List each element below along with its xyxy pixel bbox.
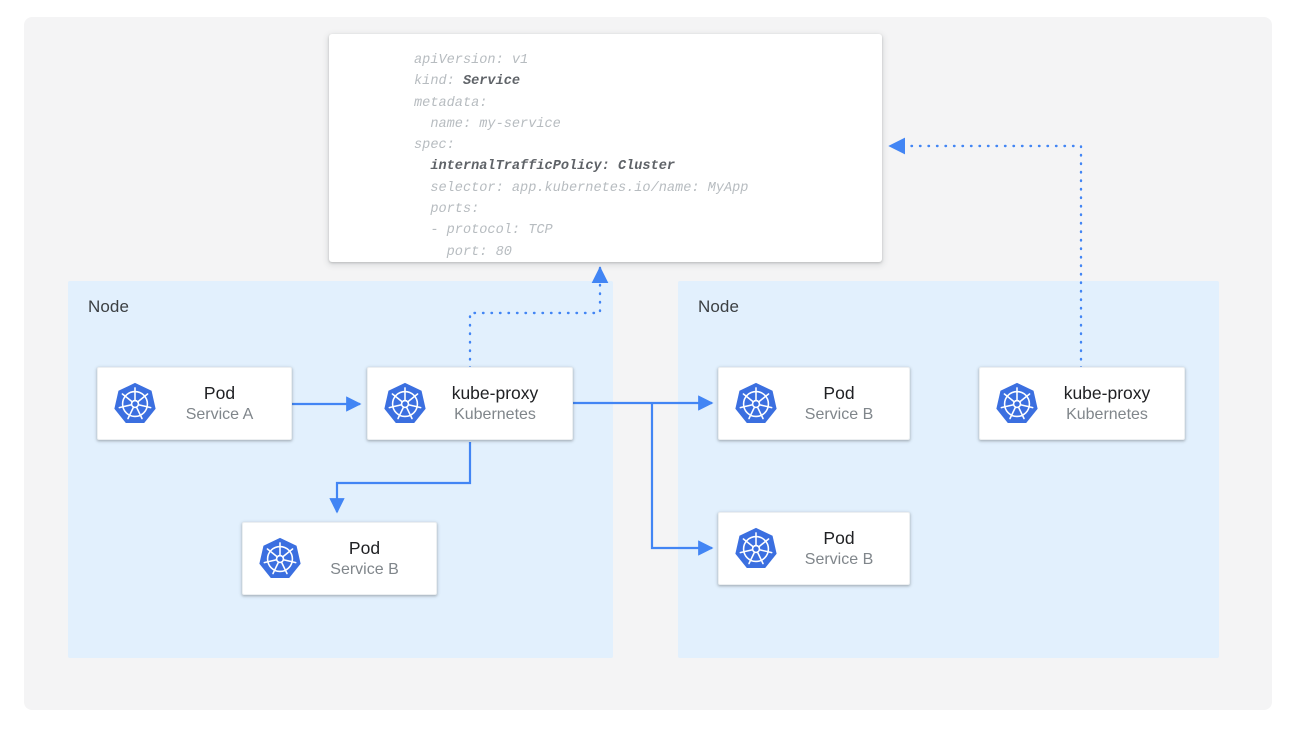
node-label-left: Node	[88, 297, 130, 316]
card-subtitle: Service A	[185, 406, 254, 423]
service-manifest-code: apiVersion: v1 kind: Service metadata: n…	[414, 53, 749, 260]
card-title: kube-proxy	[451, 382, 539, 403]
card-title: Pod	[203, 382, 236, 403]
card-kube-proxy-right-text: kube-proxy Kubernetes	[1040, 382, 1184, 426]
kubernetes-icon	[382, 381, 428, 427]
card-pod-service-b-remote-bottom[interactable]: Pod Service B	[718, 512, 910, 585]
card-title: Pod	[823, 527, 855, 548]
card-pod-service-b-local-text: Pod Service B	[303, 537, 436, 581]
card-subtitle: Kubernetes	[1066, 406, 1148, 423]
card-title: kube-proxy	[1063, 382, 1151, 403]
card-kube-proxy-left[interactable]: kube-proxy Kubernetes	[367, 367, 573, 440]
kubernetes-icon	[733, 526, 779, 572]
card-kube-proxy-left-text: kube-proxy Kubernetes	[428, 382, 572, 426]
service-manifest-card: apiVersion: v1 kind: Service metadata: n…	[329, 34, 882, 262]
card-kube-proxy-right[interactable]: kube-proxy Kubernetes	[979, 367, 1185, 440]
kubernetes-icon	[994, 381, 1040, 427]
card-pod-service-a[interactable]: Pod Service A	[97, 367, 292, 440]
card-pod-service-b-local[interactable]: Pod Service B	[242, 522, 437, 595]
card-subtitle: Service B	[804, 551, 874, 568]
node-container-left: Node	[68, 281, 613, 658]
kubernetes-icon	[733, 381, 779, 427]
card-title: Pod	[348, 537, 381, 558]
card-pod-service-a-text: Pod Service A	[158, 382, 291, 426]
kubernetes-icon	[257, 536, 303, 582]
card-title: Pod	[823, 382, 855, 403]
card-pod-service-b-remote-bottom-text: Pod Service B	[779, 527, 909, 571]
card-subtitle: Service B	[804, 406, 874, 423]
node-container-right: Node	[678, 281, 1219, 658]
node-label-right: Node	[698, 297, 740, 316]
card-pod-service-b-remote-top-text: Pod Service B	[779, 382, 909, 426]
card-pod-service-b-remote-top[interactable]: Pod Service B	[718, 367, 910, 440]
card-subtitle: Service B	[330, 561, 399, 578]
kubernetes-icon	[112, 381, 158, 427]
card-subtitle: Kubernetes	[454, 406, 536, 423]
